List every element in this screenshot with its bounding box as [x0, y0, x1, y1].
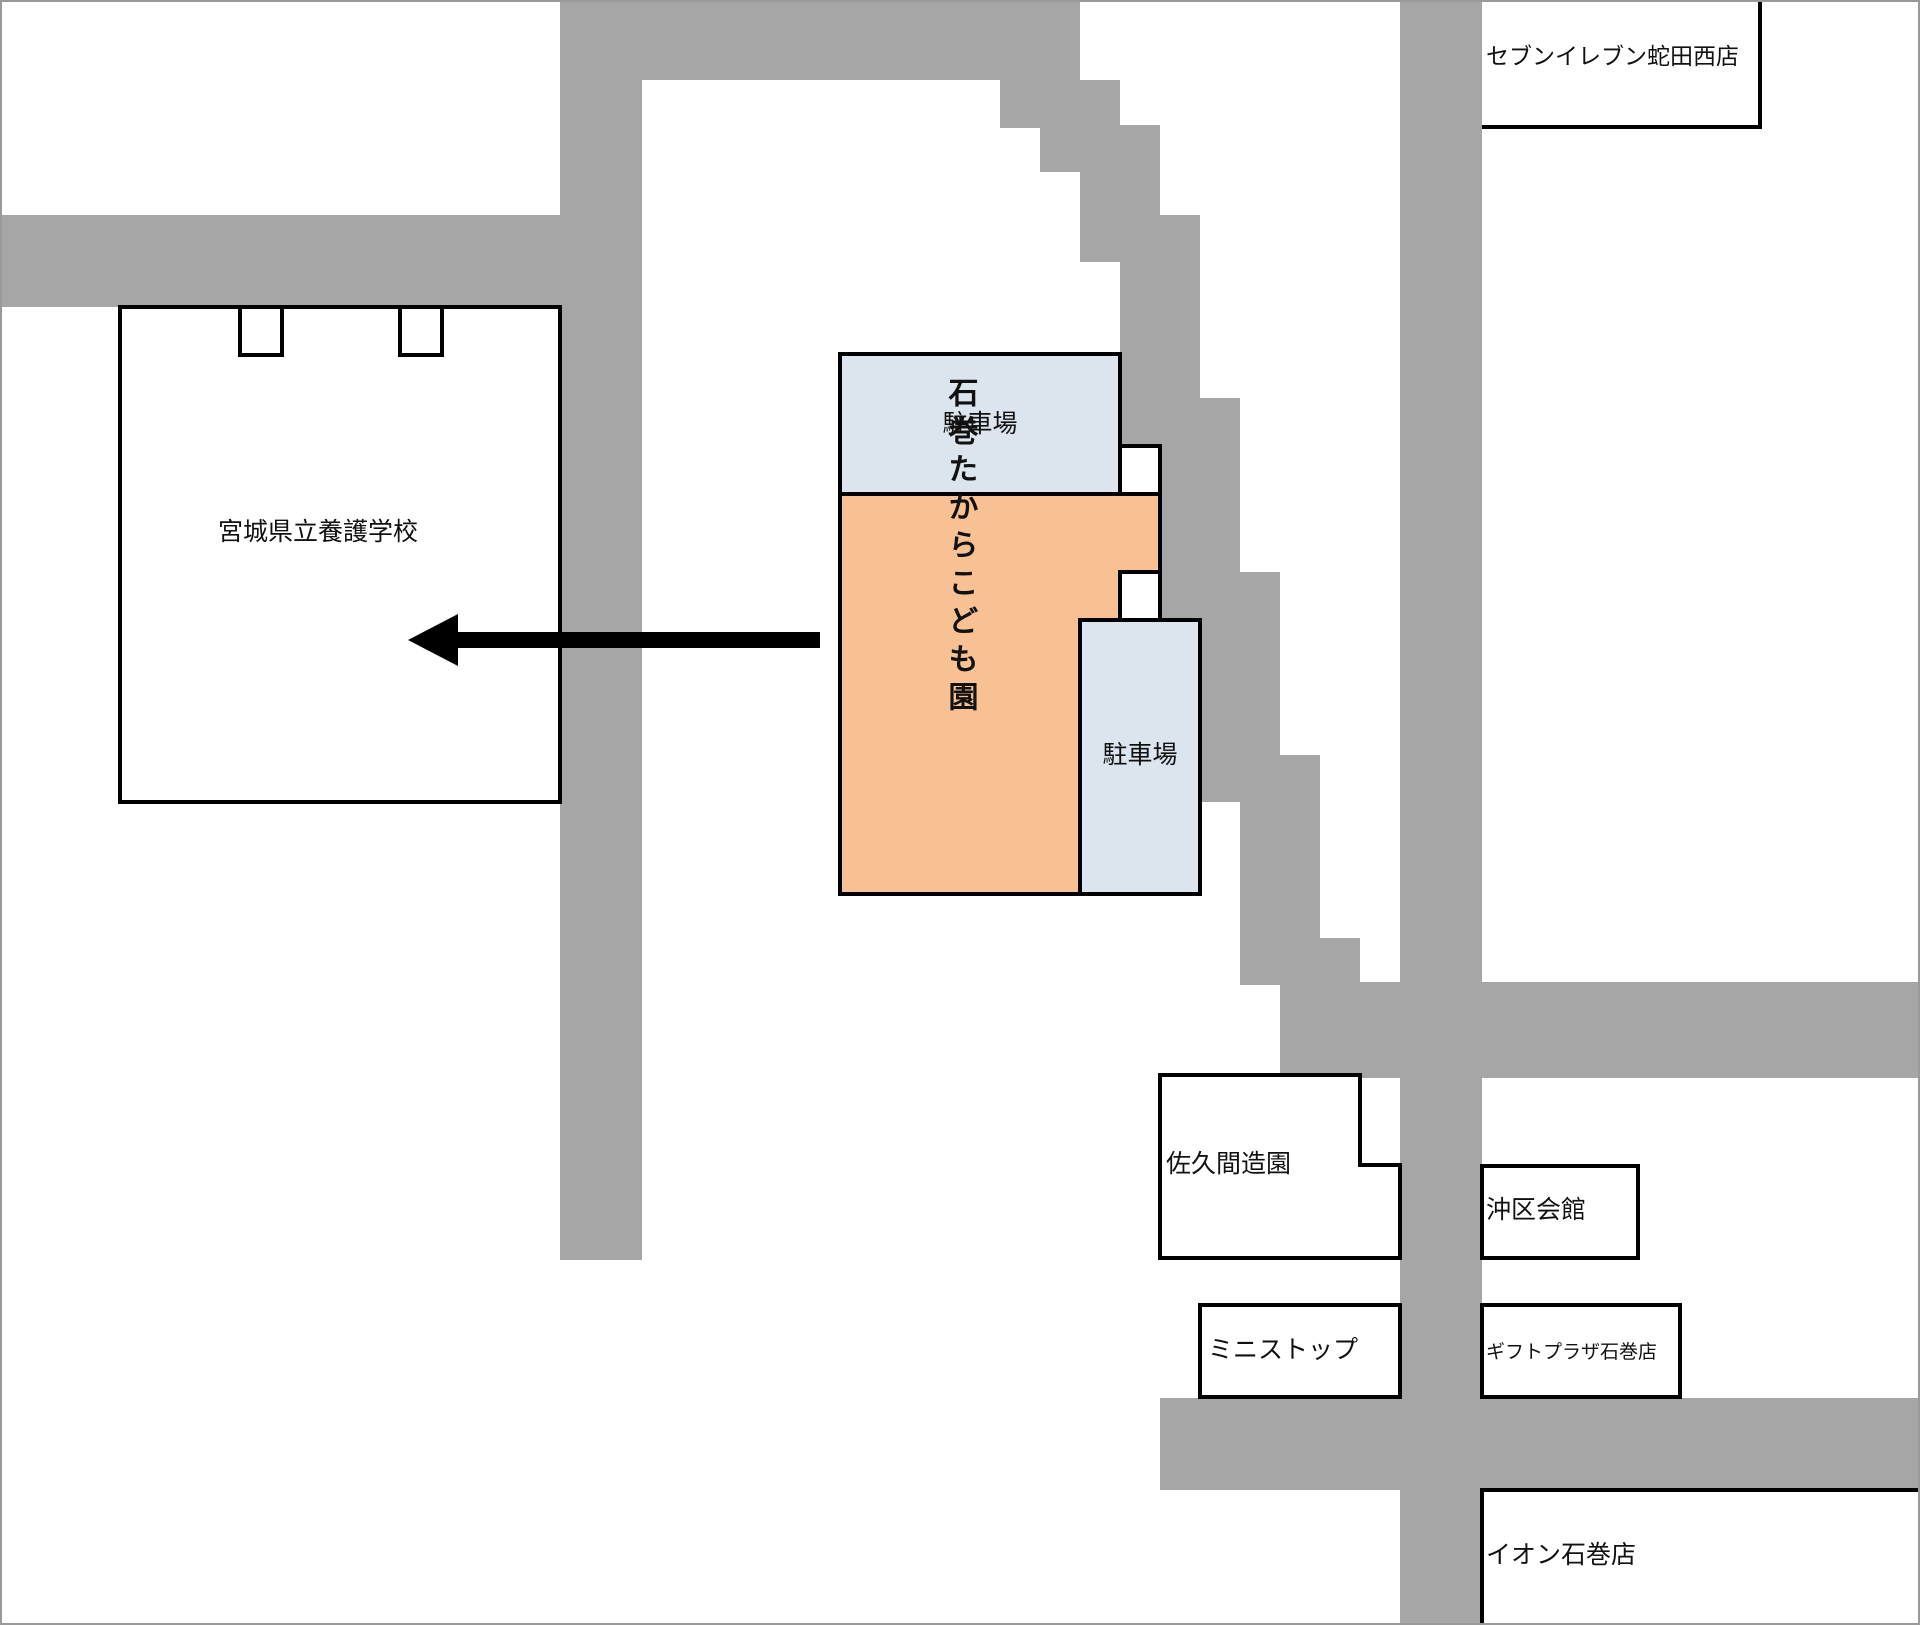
road-stepped-diagonal: [1000, 0, 1400, 1078]
aeon-outline: [1480, 1488, 1920, 1625]
ministop-outline: [1198, 1303, 1402, 1399]
sakuma-zoen-label: 佐久間造園: [1166, 1149, 1291, 1178]
landmark-ministop: ミニストップ: [1198, 1303, 1402, 1399]
landmark-gift-plaza: ギフトプラザ石巻店: [1480, 1303, 1682, 1399]
gift-plaza-outline: [1480, 1303, 1682, 1399]
school-label: 宮城県立養護学校: [218, 517, 418, 546]
ministop-label: ミニストップ: [1208, 1335, 1358, 1364]
seven-eleven-outline: [1482, 0, 1762, 129]
kindergarten-label: 石巻たからこども園: [943, 377, 980, 719]
road-top: [560, 0, 1080, 80]
kindergarten-entrance-top: [1118, 444, 1162, 496]
parking-top-label: 駐車場: [942, 409, 1017, 438]
okiku-kaikan-outline: [1480, 1164, 1640, 1260]
school-entrance-1: [238, 305, 284, 357]
arrow-head: [408, 614, 458, 666]
kindergarten-entrance-side: [1118, 570, 1162, 622]
road-bottom-horizontal: [1160, 1398, 1920, 1490]
parking-right: [1078, 618, 1202, 896]
road-right-horizontal: [1280, 982, 1920, 1078]
arrow-shaft: [445, 632, 820, 648]
parking-right-label: 駐車場: [1102, 740, 1177, 769]
landmark-seven-eleven: セブンイレブン蛇田西店: [1482, 0, 1762, 129]
landmark-aeon: イオン石巻店: [1480, 1488, 1920, 1625]
school-entrance-2: [398, 305, 444, 357]
gift-plaza-label: ギフトプラザ石巻店: [1486, 1341, 1657, 1363]
parking-top: [838, 352, 1122, 496]
road-top-left: [0, 215, 640, 307]
landmark-sakuma-zoen: 佐久間造園: [1158, 1073, 1402, 1260]
sakuma-zoen-outline: [1158, 1073, 1402, 1260]
road-vertical-left: [560, 0, 642, 1260]
seven-eleven-label: セブンイレブン蛇田西店: [1486, 44, 1739, 70]
okiku-kaikan-label: 沖区会館: [1486, 1195, 1586, 1224]
road-vertical-main: [1400, 0, 1482, 1625]
landmark-okiku-kaikan: 沖区会館: [1480, 1164, 1640, 1260]
direction-arrow: [408, 614, 820, 666]
aeon-label: イオン石巻店: [1486, 1540, 1636, 1569]
school-block: 宮城県立養護学校: [118, 305, 562, 804]
school-building: [118, 305, 562, 804]
kindergarten-block: 駐車場 駐車場 石巻たからこども園: [838, 352, 1202, 896]
